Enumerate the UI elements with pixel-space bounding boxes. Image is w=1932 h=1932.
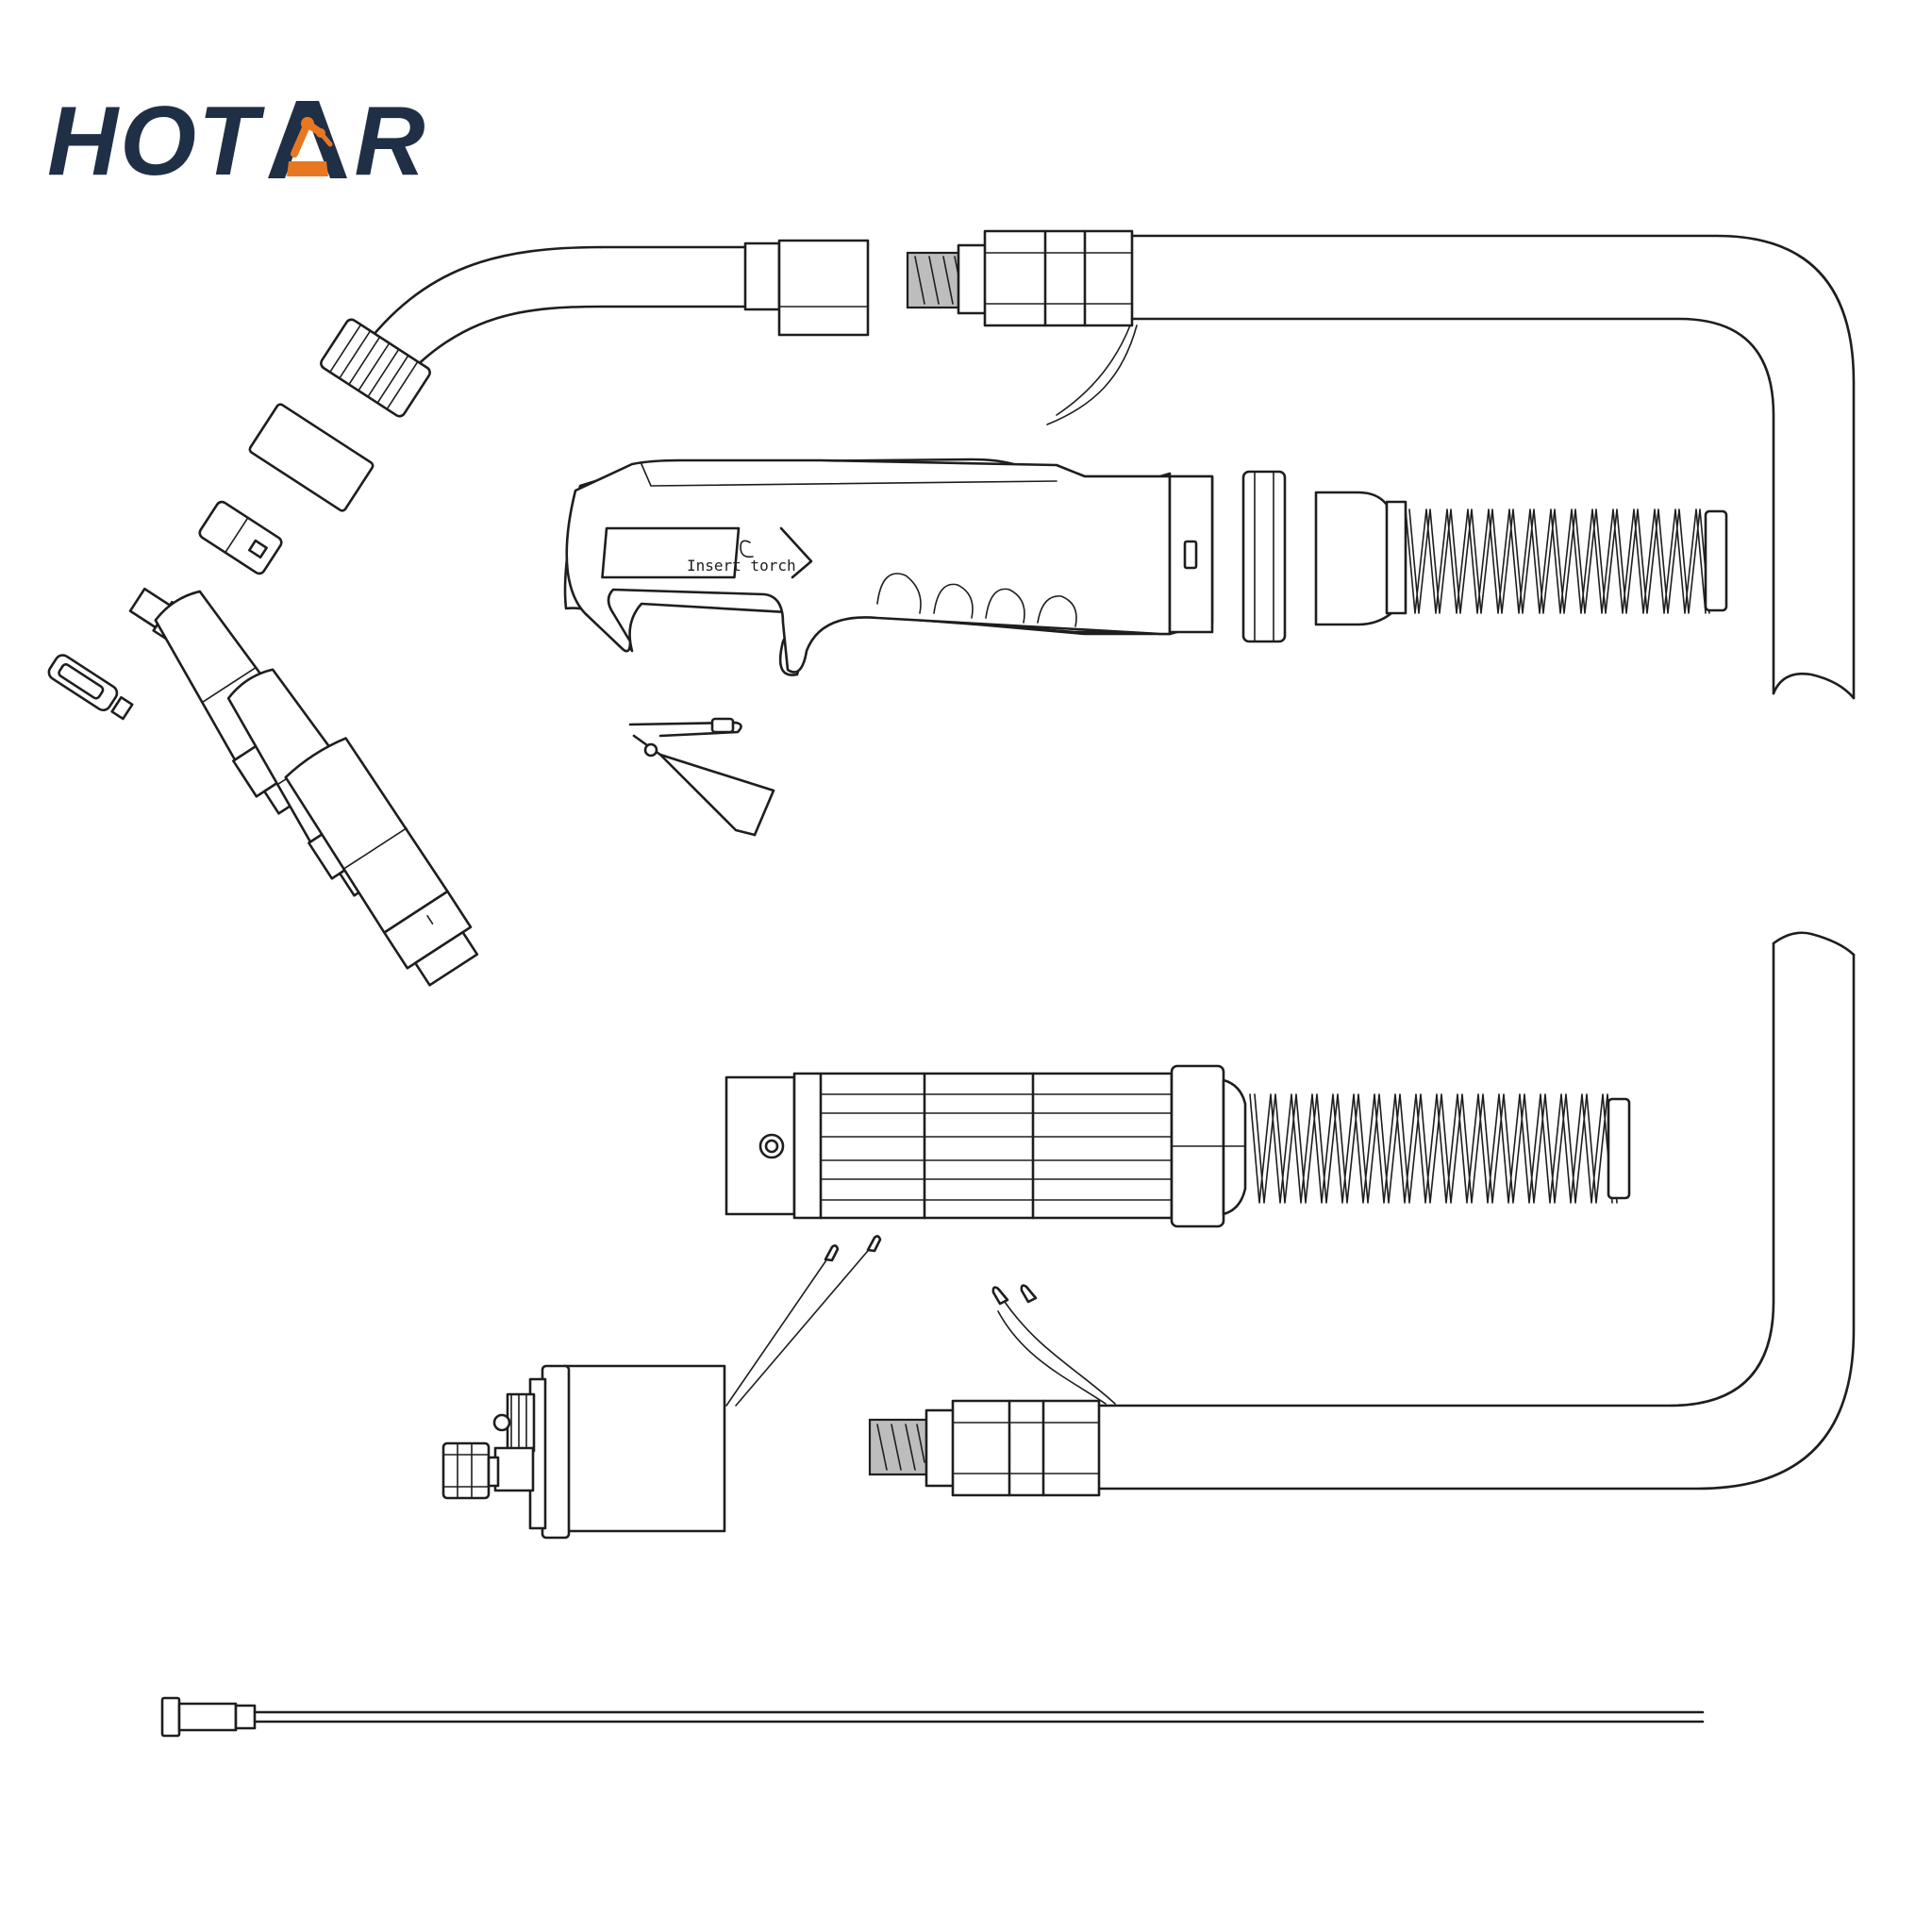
logo-text-hot: HOT xyxy=(47,87,260,196)
welding-robot-icon xyxy=(267,101,347,178)
gooseneck-neck-tube xyxy=(248,239,870,512)
gas-diffuser xyxy=(198,500,283,575)
bottom-cable-assembly xyxy=(868,931,1856,1497)
top-cable-assembly xyxy=(906,229,1856,700)
handle-label: Insert torch xyxy=(687,557,796,575)
rear-handle-support xyxy=(724,1064,1631,1228)
torch-handle: Insert torch xyxy=(563,458,1214,676)
nozzle-cylindrical xyxy=(284,737,479,987)
trigger-switch xyxy=(628,717,775,837)
top-spring-support xyxy=(1314,491,1728,626)
handle-ring xyxy=(1241,470,1287,643)
hotar-logo: HOT R xyxy=(47,90,491,193)
logo-text-r: R xyxy=(354,87,427,196)
contact-tip xyxy=(47,654,134,721)
euro-connector xyxy=(441,1235,882,1540)
wire-liner xyxy=(160,1696,1705,1738)
